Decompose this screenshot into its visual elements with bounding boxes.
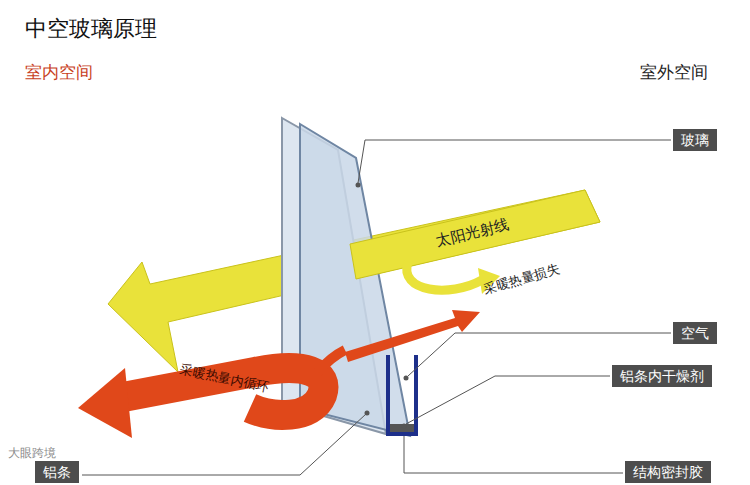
sealant — [390, 424, 414, 432]
callout-box: 铝条内干燥剂 — [612, 365, 712, 387]
callout-text: 结构密封胶 — [633, 464, 703, 480]
heat-circulation-arrow — [318, 350, 345, 372]
leader-line — [82, 140, 671, 475]
callout-text: 空气 — [681, 325, 709, 341]
region-label: 室内空间 — [25, 62, 93, 82]
callout-box: 铝条 — [35, 461, 79, 483]
callout-box: 结构密封胶 — [625, 461, 711, 483]
sunlight-arrow — [350, 190, 600, 279]
callout-text: 铝条内干燥剂 — [620, 368, 704, 384]
diagram-title: 中空玻璃原理 — [25, 16, 157, 42]
watermark: 大眼跨境 — [8, 446, 56, 460]
callout-box: 空气 — [673, 322, 717, 344]
callout-box: 玻璃 — [673, 129, 717, 151]
leader-dot — [356, 183, 409, 429]
spacer-frame — [388, 355, 416, 434]
heat-circulation-arrow — [78, 368, 132, 438]
region-label: 室外空间 — [640, 62, 708, 82]
arrow-label: 采暖热量损失 — [482, 261, 561, 297]
heat-loss-arrow — [345, 310, 480, 362]
reflect-arrow — [407, 262, 482, 290]
callout-text: 铝条 — [43, 464, 71, 480]
callout-text: 玻璃 — [681, 132, 709, 148]
